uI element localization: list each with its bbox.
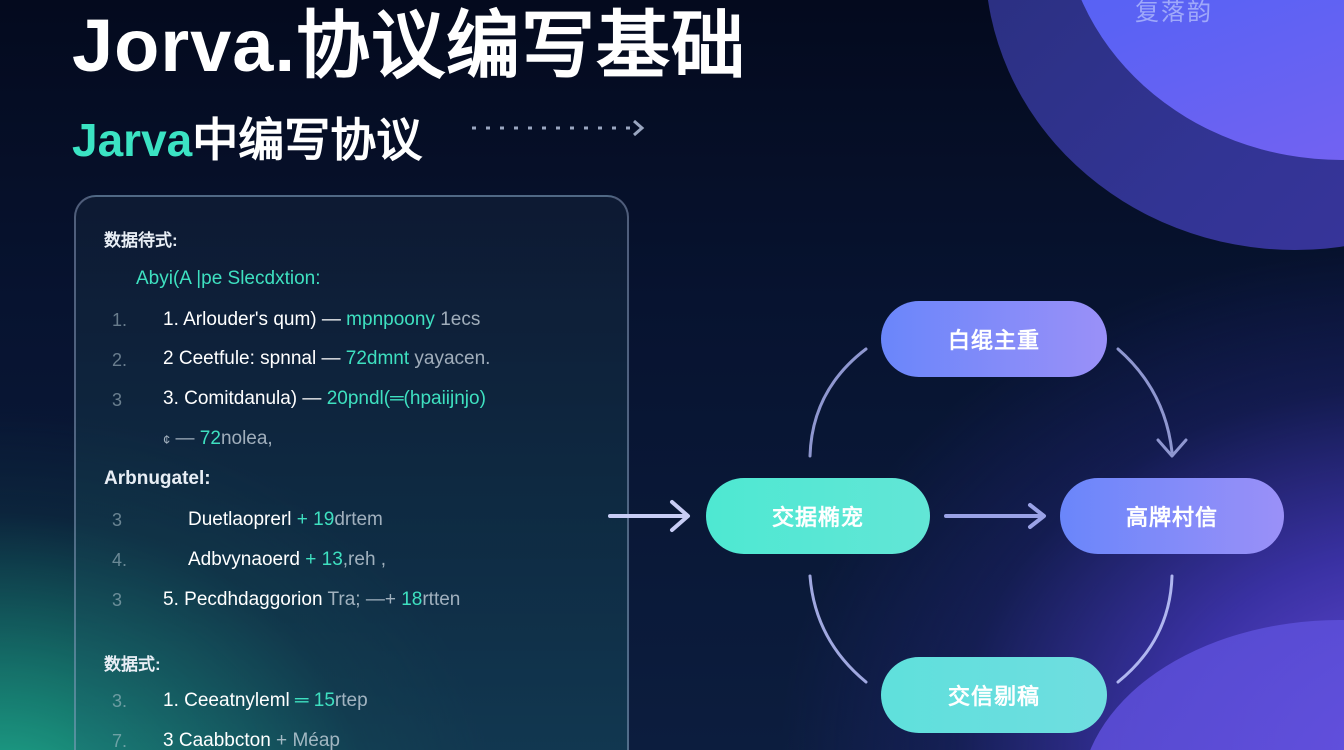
row-suffix: 1ecs	[440, 309, 481, 330]
row-separator: —	[321, 309, 341, 330]
row-name: Pecdhdaggorion	[184, 589, 323, 610]
row-separator: Tra; —+	[327, 589, 396, 610]
row-index: 3	[163, 730, 174, 750]
flow-node-left[interactable]: 交据椭宠	[706, 478, 930, 554]
flow-node-top[interactable]: 白绲主重	[881, 301, 1107, 377]
line-number: 3	[112, 390, 123, 410]
row-suffix: ,reh ,	[342, 549, 387, 570]
subtitle-accent: Jarva	[72, 114, 193, 166]
row-separator: +	[296, 509, 308, 530]
row-index: 1.	[163, 309, 179, 330]
row-value: 18	[401, 589, 423, 610]
row-name: Caabbcton	[178, 730, 271, 750]
row-separator: +	[305, 549, 317, 570]
row-name: Duetlaoprerl	[188, 509, 292, 530]
section-title: 数据式:	[104, 655, 161, 674]
row-suffix: Méap	[292, 730, 340, 750]
row-name: Ceeatnyleml	[184, 690, 290, 711]
row-value: 19	[313, 509, 335, 530]
code-card	[74, 195, 629, 750]
row-name: Comitdanula)	[184, 388, 298, 409]
arrow-right-icon	[608, 500, 690, 532]
line-number: 1.	[112, 310, 128, 330]
line-number: 2.	[112, 350, 128, 370]
page-subtitle: Jarva中编写协议	[72, 104, 422, 170]
row-value: mpnpoony	[346, 309, 435, 330]
section-title: 数据待式:	[104, 231, 178, 250]
row-value: 72	[199, 428, 221, 449]
section-title: Arbnugatel:	[104, 468, 211, 489]
row-value: 13	[321, 549, 343, 570]
row-separator: +	[276, 730, 288, 750]
connector-arc	[808, 347, 868, 458]
line-number: 3	[112, 510, 123, 530]
row-suffix: rtten	[422, 589, 461, 610]
row-separator: ═	[295, 690, 309, 711]
flow-node-label: 高牌村信	[1125, 505, 1218, 530]
row-index: 1.	[163, 690, 179, 711]
connector-arc	[1116, 347, 1174, 454]
arrow-down-icon	[1156, 438, 1188, 458]
line-number: 3.	[112, 691, 128, 711]
connector-arc	[1116, 574, 1174, 684]
row-value: 72dmnt	[345, 348, 410, 369]
line-number: 3	[112, 590, 123, 610]
row-value: 20pndl(═(hpaiijnjo)	[326, 388, 486, 409]
flow-node-right[interactable]: 高牌村信	[1060, 478, 1284, 554]
line-number: 4.	[112, 550, 128, 570]
row-suffix: drtem	[334, 509, 383, 530]
row-index: 5.	[163, 589, 179, 610]
row-name: Ceetfule: spnnal	[178, 348, 317, 369]
page-title: Jorva.协议编写基础	[72, 4, 747, 87]
connector-arc	[808, 574, 868, 684]
corner-caption: 复落韵	[1135, 0, 1213, 26]
flow-node-label: 交据椭宠	[771, 505, 864, 530]
row-index: 2	[163, 348, 174, 369]
row-suffix: yayacen.	[414, 348, 491, 369]
line-number: 7.	[112, 731, 128, 750]
dotted-arrow-icon	[472, 119, 645, 137]
flow-node-bottom[interactable]: 交信剔稿	[881, 657, 1107, 733]
flow-node-label: 白绲主重	[947, 328, 1040, 353]
row-separator: —	[302, 388, 322, 409]
row-suffix: rtep	[334, 690, 368, 711]
row-separator: —	[175, 428, 195, 449]
row-name: Adbvynaoerd	[188, 549, 300, 570]
row-index: 3.	[163, 388, 179, 409]
section-subheading: Abyi(A |pe Slecdxtion:	[136, 268, 321, 289]
row-separator: —	[321, 348, 341, 369]
row-suffix: nolea,	[220, 428, 273, 449]
arrow-right-icon	[944, 503, 1046, 529]
row-index: ¢	[163, 432, 171, 447]
row-name: Arlouder's qum)	[183, 309, 317, 330]
subtitle-text: 中编写协议	[192, 114, 423, 166]
flow-node-label: 交信剔稿	[947, 684, 1040, 709]
row-value: 15	[313, 690, 335, 711]
